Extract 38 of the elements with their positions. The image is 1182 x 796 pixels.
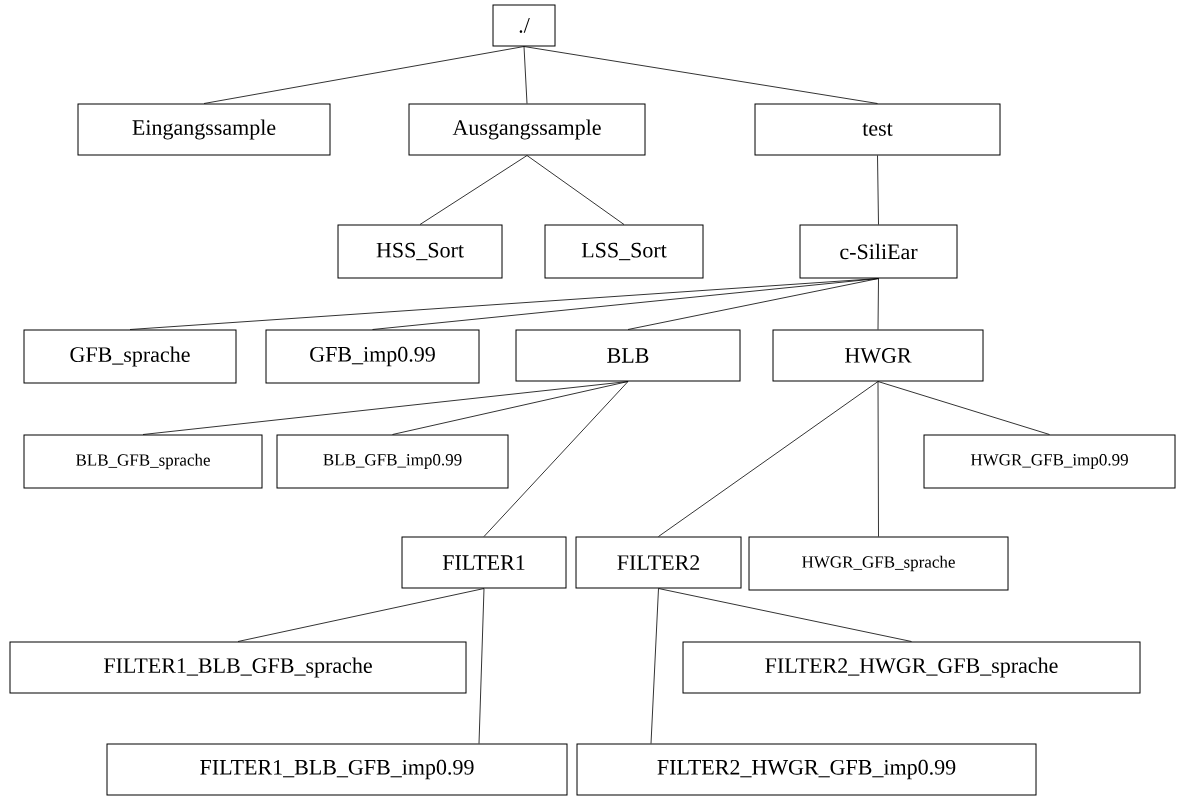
folder-box: LSS_Sort xyxy=(544,224,704,279)
folder-box: FILTER2_HWGR_GFB_sprache xyxy=(682,641,1141,694)
folder-box: FILTER1 xyxy=(401,536,567,589)
folder-box: HWGR_GFB_imp0.99 xyxy=(923,434,1176,489)
connector-line xyxy=(877,381,879,537)
connector-line xyxy=(627,278,879,330)
folder-box: GFB_sprache xyxy=(23,329,237,384)
folder-box: BLB_GFB_sprache xyxy=(23,434,263,489)
folder-box: Ausgangssample xyxy=(408,103,646,156)
connector-line xyxy=(658,588,912,642)
connector-line xyxy=(392,381,629,435)
folder-box: BLB xyxy=(515,329,741,382)
folder-box: HWGR xyxy=(772,329,984,382)
connector-line xyxy=(658,381,879,537)
folder-box: HSS_Sort xyxy=(337,224,503,279)
folder-box: BLB_GFB_imp0.99 xyxy=(276,434,509,489)
connector-line xyxy=(523,46,528,104)
connector-line xyxy=(877,381,1050,435)
folder-box: test xyxy=(754,103,1001,156)
folder-box: GFB_imp0.99 xyxy=(265,329,480,384)
folder-box: c-SiliEar xyxy=(799,224,958,279)
folder-box: FILTER2_HWGR_GFB_imp0.99 xyxy=(576,743,1037,796)
connector-line xyxy=(523,46,878,104)
connector-line xyxy=(877,155,879,225)
connector-line xyxy=(203,46,525,104)
connector-line xyxy=(650,588,659,744)
folder-box: HWGR_GFB_sprache xyxy=(748,536,1009,591)
folder-box: FILTER1_BLB_GFB_sprache xyxy=(9,641,467,694)
folder-box: Eingangssample xyxy=(77,103,331,156)
connector-line xyxy=(419,155,528,225)
connector-line xyxy=(877,278,879,330)
connector-line xyxy=(478,588,485,744)
folder-box: FILTER2 xyxy=(575,536,742,589)
connector-line xyxy=(483,381,629,537)
connector-line xyxy=(237,588,485,642)
folder-box: FILTER1_BLB_GFB_imp0.99 xyxy=(106,743,568,796)
connector-line xyxy=(526,155,625,225)
folder-box: ./ xyxy=(492,4,556,47)
